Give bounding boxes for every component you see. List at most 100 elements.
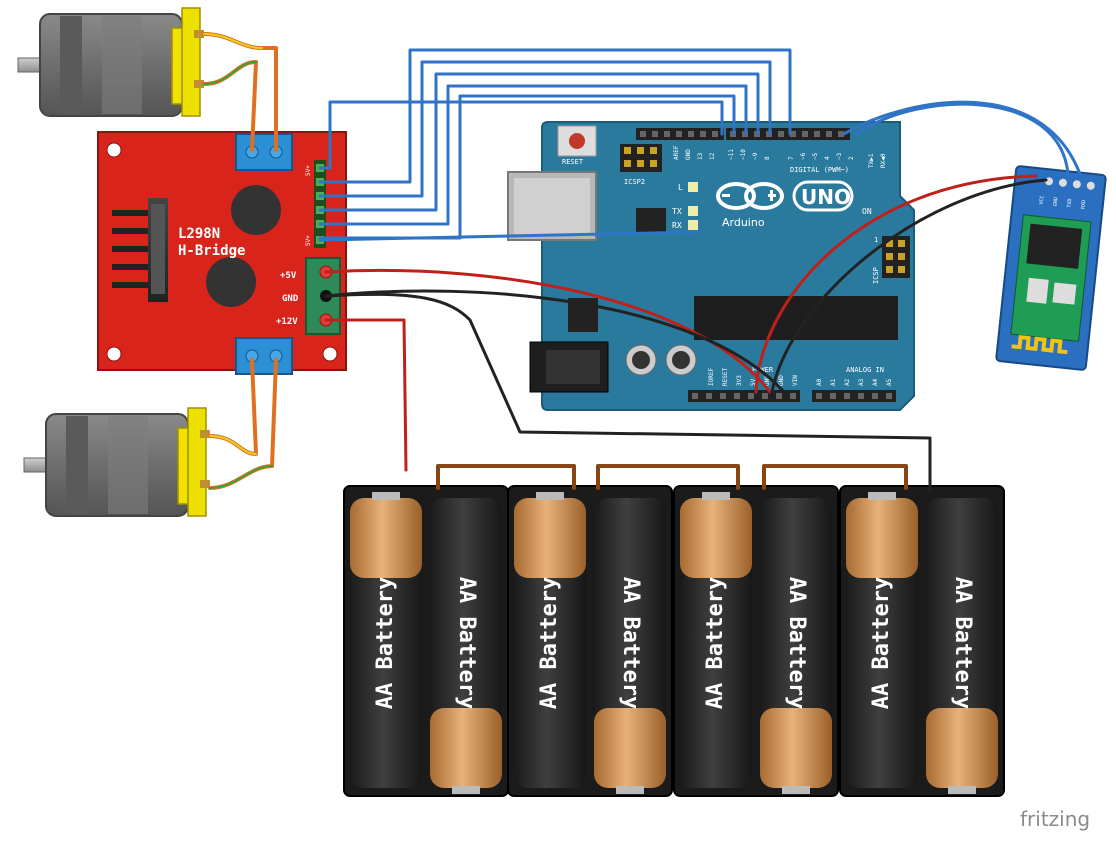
control-header (314, 160, 326, 248)
arduino-logo: UNO Arduino (716, 180, 854, 229)
battery-packs: AA Battery AA Battery AA Battery AA Battery… (343, 485, 1005, 797)
pin-2: 2 (848, 156, 855, 160)
hdr-label-top: 5V+ (305, 165, 312, 176)
analog-label: ANALOG IN (846, 366, 884, 374)
pin-3v3: 3V3 (736, 375, 743, 386)
battery-label: AA Battery (454, 577, 479, 709)
pin-aref: AREF (673, 145, 680, 160)
battery-label: AA Battery (618, 577, 643, 709)
pin-reset: RESET (722, 368, 729, 386)
pin-5: ~5 (812, 152, 819, 160)
pin-a5: A5 (886, 378, 893, 386)
bat-link-1 (436, 464, 576, 490)
pin-10: ~10 (740, 149, 747, 160)
pin-label-12v: +12V (276, 317, 298, 327)
pin-label-gnd: GND (282, 294, 299, 304)
wires (202, 32, 1082, 492)
aa-battery: AA Battery (760, 498, 832, 794)
wire-gnd-battery (324, 292, 932, 492)
hbridge-subtitle: H-Bridge (178, 243, 245, 259)
wire-motor-bot-b (208, 358, 278, 490)
bt-pin-txd: TXD (1066, 198, 1073, 208)
aa-battery: AA Battery (430, 498, 502, 794)
fritzing-logo: fritzing (1020, 807, 1090, 831)
wire-ctrl-1 (318, 100, 724, 170)
usb-chip (636, 208, 666, 234)
wire-bt-tx (842, 100, 1082, 176)
led-rx-label: RX (672, 221, 682, 230)
pin-a0: A0 (816, 378, 823, 386)
bat-link-3 (762, 464, 908, 490)
bt-pin-vcc: VCC (1039, 195, 1046, 205)
wire-ctrl-5 (318, 84, 748, 226)
motor-terminal-top (235, 133, 293, 171)
pin-a4: A4 (872, 378, 879, 386)
wire-bt-gnd (770, 178, 1048, 394)
pin-rx0: RX◀0 (880, 153, 887, 168)
wire-motor-top-b-tip (203, 61, 257, 85)
heatsink (112, 198, 168, 302)
wire-5v (324, 268, 772, 394)
pin-tx1: TX▶1 (868, 153, 875, 168)
pin-9: ~9 (752, 152, 759, 160)
digital-label: DIGITAL (PWM~) (790, 166, 849, 174)
icsp2-label: ICSP2 (624, 178, 645, 186)
pin-a3: A3 (858, 378, 865, 386)
power-label: POWER (752, 366, 774, 374)
pin-vin: VIN (792, 375, 799, 386)
pin-6: ~6 (800, 152, 807, 160)
arduino-brand: Arduino (722, 216, 765, 229)
one-label: 1 (874, 236, 878, 244)
aa-battery: AA Battery (514, 492, 586, 788)
icsp-label: ICSP (872, 267, 880, 284)
battery-label: AA Battery (373, 577, 398, 709)
wire-bt-vcc (754, 174, 1038, 394)
bluetooth-module: VCC GND TXD RXD (995, 165, 1107, 371)
aa-battery: AA Battery (350, 492, 422, 788)
reset-label: RESET (562, 158, 584, 166)
pin-7: 7 (788, 156, 795, 160)
pin-gnd-top: GND (685, 149, 692, 160)
bt-pin-rxd: RXD (1080, 200, 1087, 210)
led-l-label: L (678, 183, 683, 192)
battery-label: AA Battery (703, 577, 728, 709)
motor-terminal-bottom (235, 337, 293, 375)
pin-label-5v: +5V (280, 271, 297, 281)
aa-battery: AA Battery (926, 498, 998, 794)
wire-ctrl-2 (318, 48, 792, 184)
wire-motor-bot-b-tip (209, 465, 273, 489)
icsp2-header (620, 144, 662, 172)
pin-a2: A2 (844, 378, 851, 386)
pin-a1: A1 (830, 378, 837, 386)
pin-ioref: IOREF (708, 368, 715, 386)
arduino-model: UNO (801, 185, 851, 209)
pin-gnd-1: GND (764, 375, 771, 386)
aa-battery: AA Battery (680, 492, 752, 788)
hbridge-title: L298N (178, 226, 220, 242)
capacitor (231, 185, 281, 235)
pin-11: ~11 (728, 149, 735, 160)
wire-bt-rx (854, 102, 1070, 176)
motor-top (17, 7, 204, 117)
pin-12: 12 (709, 152, 716, 160)
pin-4: 4 (824, 156, 831, 160)
hdr-label-bottom: 5V+ (305, 235, 312, 246)
power-header (688, 390, 896, 402)
pin-8: 8 (764, 156, 771, 160)
on-label: ON (862, 207, 872, 216)
digital-header (636, 128, 850, 140)
wire-motor-top-a-tip (203, 33, 263, 49)
wire-12v (324, 318, 408, 472)
wire-ctrl-4 (318, 72, 760, 212)
led-tx-label: TX (672, 207, 682, 216)
l298n-board: L298N H-Bridge +5V GND +12V 5V+ 5V+ (97, 131, 347, 375)
wire-ctrl-3 (318, 60, 772, 198)
pin-3: ~3 (836, 152, 843, 160)
aa-battery: AA Battery (846, 492, 918, 788)
battery-label: AA Battery (784, 577, 809, 709)
battery-label: AA Battery (869, 577, 894, 709)
pin-gnd-2: GND (778, 375, 785, 386)
motor-bottom (23, 407, 210, 517)
